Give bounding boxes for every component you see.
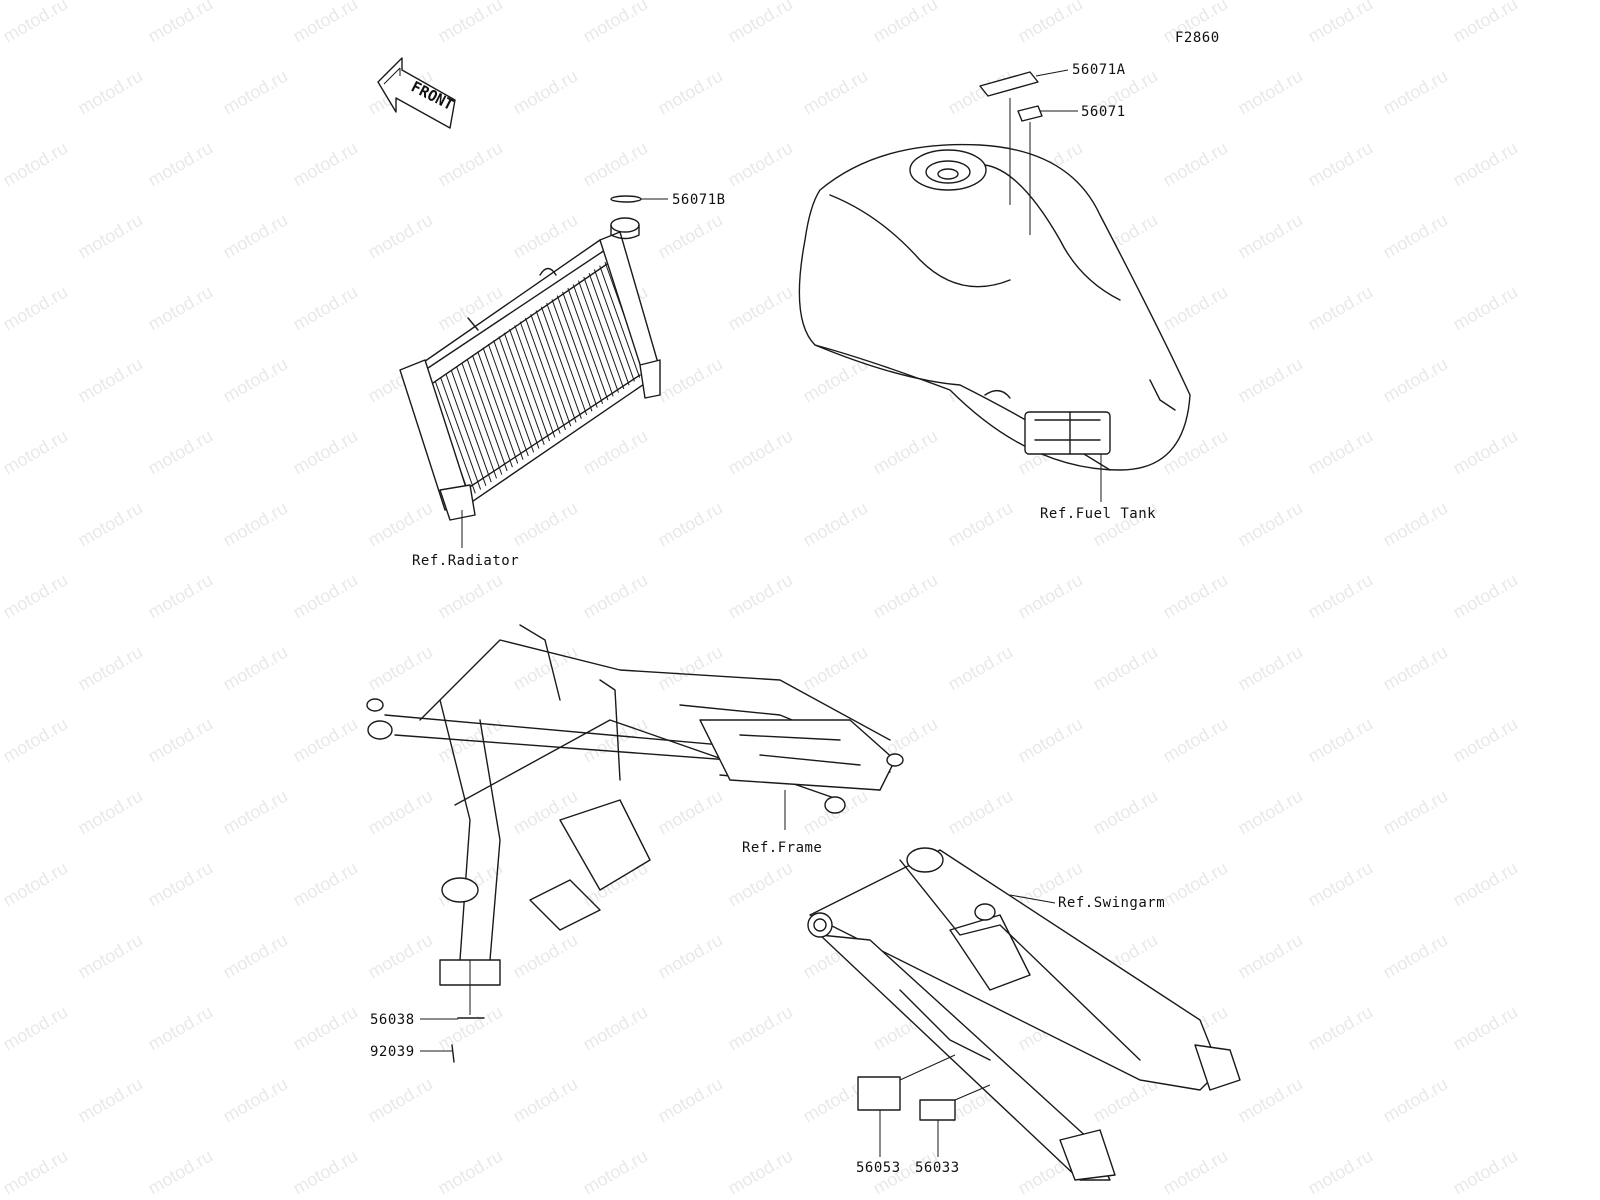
label-56071B-shape xyxy=(610,195,642,203)
front-arrow-icon: FRONT xyxy=(377,57,457,129)
radiator-fin xyxy=(471,355,513,468)
ref-swingarm[interactable]: Ref.Swingarm xyxy=(1058,895,1166,911)
radiator-fin xyxy=(498,336,540,449)
part-number-92039[interactable]: 92039 xyxy=(370,1044,415,1060)
radiator-fin xyxy=(546,302,588,416)
radiator-fin xyxy=(599,265,641,378)
radiator-fin xyxy=(466,358,508,472)
radiator-fin xyxy=(482,347,524,460)
radiator-fin xyxy=(556,295,598,408)
radiator-fin xyxy=(440,377,482,490)
radiator-fin xyxy=(509,328,551,442)
part-number-56071A[interactable]: 56071A xyxy=(1072,62,1126,78)
radiator-fin xyxy=(524,317,566,431)
radiator-fin xyxy=(445,373,487,486)
radiator-fin xyxy=(583,276,625,390)
radiator-fin xyxy=(530,314,572,427)
ref-fuel-tank[interactable]: Ref.Fuel Tank xyxy=(1040,506,1157,522)
radiator-fin xyxy=(519,321,561,434)
radiator-fin xyxy=(535,310,577,423)
radiator-fin xyxy=(456,366,497,479)
radiator-fin xyxy=(551,299,593,412)
radiator-fin xyxy=(434,381,476,494)
radiator-fin xyxy=(540,306,582,419)
radiator-drawing xyxy=(399,217,661,521)
radiator-fin xyxy=(588,273,630,386)
radiator-fin xyxy=(493,340,535,453)
part-number-56038[interactable]: 56038 xyxy=(370,1012,415,1028)
radiator-fin xyxy=(503,332,545,445)
part-number-56053[interactable]: 56053 xyxy=(856,1160,901,1176)
radiator-fin xyxy=(514,325,556,438)
radiator-fin xyxy=(562,291,604,404)
label-56071A-shape xyxy=(979,71,1039,97)
part-number-56071[interactable]: 56071 xyxy=(1081,104,1126,120)
radiator-fin xyxy=(567,287,609,401)
fuel-tank-drawing xyxy=(798,143,1191,471)
ref-radiator[interactable]: Ref.Radiator xyxy=(412,553,520,569)
label-56033-shape xyxy=(919,1099,956,1121)
swingarm-leader xyxy=(1009,894,1056,904)
part-number-56071B[interactable]: 56071B xyxy=(672,192,726,208)
label-56053-shape xyxy=(857,1076,901,1111)
radiator-fin xyxy=(450,369,492,483)
ref-frame[interactable]: Ref.Frame xyxy=(742,840,823,856)
radiator-fin xyxy=(578,280,619,393)
radiator-fin xyxy=(477,351,519,464)
radiator-fin xyxy=(461,362,503,475)
radiator-fin xyxy=(593,269,635,382)
radiator-fin xyxy=(572,284,614,397)
swingarm-drawing xyxy=(807,847,1241,1181)
part-92039-shape xyxy=(451,1044,455,1063)
frame-drawing xyxy=(366,624,904,986)
radiator-fin xyxy=(487,343,529,457)
part-number-56033[interactable]: 56033 xyxy=(915,1160,960,1176)
diagram-code: F2860 xyxy=(1175,30,1220,46)
label-56071-shape xyxy=(1017,105,1043,122)
